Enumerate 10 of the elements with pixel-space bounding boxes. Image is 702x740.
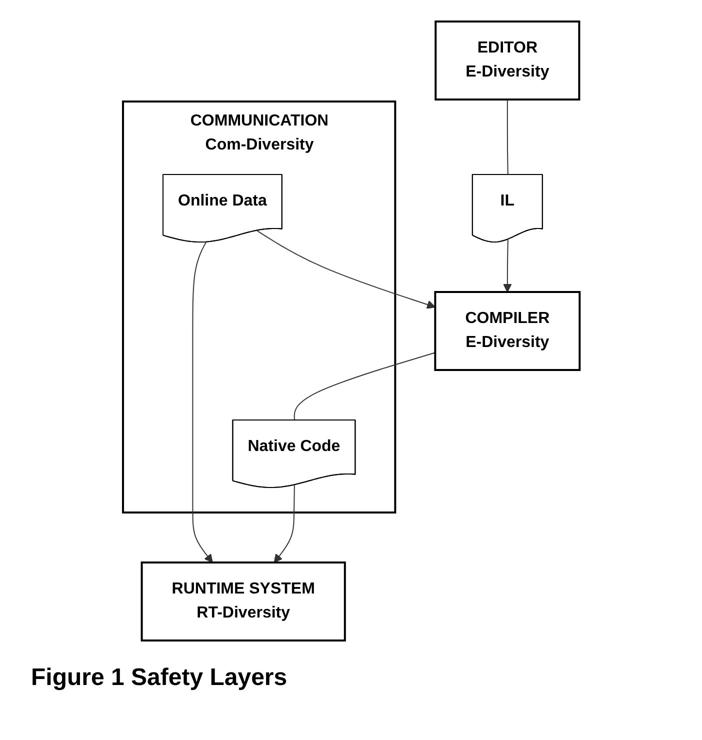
node-box: COMPILER E-Diversity [434,291,580,371]
arrow [256,230,436,309]
node-box: EDITOR E-Diversity [434,20,580,100]
connector [294,352,436,421]
arrow [502,239,512,292]
node-box: RUNTIME SYSTEM RT-Diversity [140,562,346,642]
connector [506,99,508,176]
figure-caption: Figure 1 Safety Layers [31,664,288,692]
arrow [192,242,213,563]
arrow [273,484,295,563]
